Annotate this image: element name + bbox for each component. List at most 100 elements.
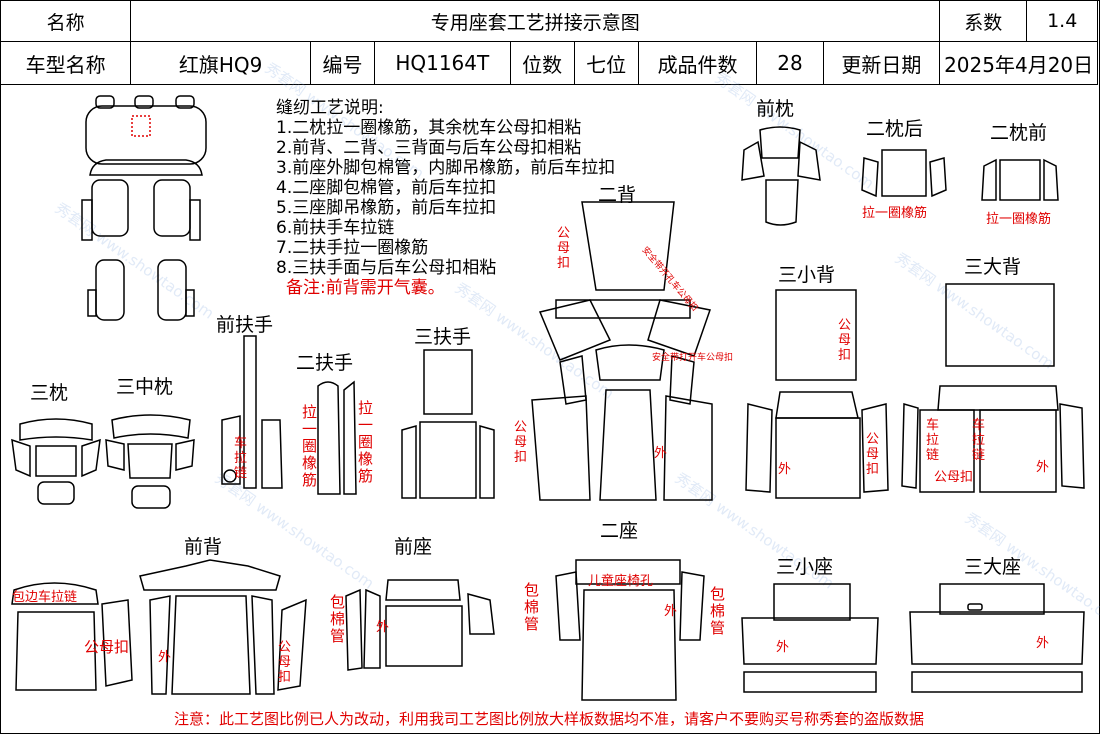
date-value: 2025年4月20日 [939, 41, 1098, 85]
pattern-piece [599, 389, 657, 501]
pattern-piece [555, 299, 691, 319]
annot-snap: 公母扣 [514, 420, 528, 465]
pattern-piece [741, 140, 765, 181]
annot-pull-zip: 车拉链 [972, 418, 986, 463]
pattern-piece [423, 349, 473, 415]
annot-wrap-pipe: 包棉管 [524, 581, 540, 633]
code-label: 编号 [309, 41, 376, 85]
pattern-piece [1043, 158, 1059, 201]
pattern-piece [243, 335, 257, 489]
pieces-value: 28 [756, 41, 824, 85]
overview-bench-seat [89, 159, 203, 176]
pattern-piece [743, 671, 877, 693]
pattern-piece [901, 403, 919, 489]
label-third-small-seat: 三小座 [776, 556, 834, 578]
label-front-back: 前背 [184, 536, 223, 558]
second-armrest-pieces [317, 380, 357, 495]
label-second-pillow-front: 二枕前 [990, 122, 1048, 144]
pattern-piece [741, 617, 879, 665]
pattern-piece [531, 395, 591, 501]
pattern-piece [149, 595, 171, 695]
pattern-piece [775, 417, 861, 499]
annot-snap: 公母扣 [278, 640, 292, 685]
pattern-piece [139, 559, 281, 591]
pattern-piece [797, 140, 821, 181]
pattern-piece [745, 403, 773, 493]
second-pillow-back-pieces [861, 149, 947, 198]
sewing-notes: 缝纫工艺说明: 1.二枕拉一圈橡筋，其余枕车公母扣相粘 2.前背、二背、三背面与… [276, 98, 615, 298]
pattern-piece [19, 418, 93, 441]
annot-pull-zip: 车拉链 [926, 418, 940, 463]
third-pillow-pieces [11, 418, 101, 505]
overview-armrests [87, 289, 195, 317]
note-item: 4.二座脚包棉管，前后车拉扣 [276, 178, 497, 198]
pattern-piece [277, 598, 307, 691]
label-front-armrest: 前扶手 [216, 314, 274, 336]
pattern-piece [911, 671, 1083, 693]
front-back-pieces [11, 559, 307, 695]
annot-wrap-pipe: 包棉管 [710, 585, 726, 637]
code-value: HQ1164T [374, 41, 511, 85]
annot-outer: 外 [776, 640, 790, 655]
seats-label: 位数 [509, 41, 575, 85]
note-item: 2.前背、二背、三背面与后车公母扣相粘 [276, 138, 582, 158]
pattern-piece [81, 438, 101, 478]
pattern-piece [317, 381, 341, 495]
header-table: 名称 专用座套工艺拼接示意图 系数 1.4 车型名称 红旗HQ9 编号 HQ11… [0, 0, 1098, 85]
label-second-seat: 二座 [600, 520, 639, 542]
pattern-piece [479, 425, 495, 499]
pattern-piece [581, 201, 675, 291]
pattern-piece [929, 157, 947, 198]
pattern-piece [35, 445, 77, 477]
third-mid-pillow-pieces [105, 414, 195, 509]
annot-snap: 公母扣 [866, 432, 880, 477]
annot-elastic: 拉一圈橡筋 [986, 212, 1052, 227]
pattern-piece [981, 158, 997, 201]
coef-label: 系数 [939, 0, 1028, 42]
annot-elastic: 拉一圈橡筋 [862, 206, 928, 221]
note-item: 5.三座脚吊橡筋，前后车拉扣 [276, 198, 497, 218]
second-pillow-front-pieces [981, 158, 1059, 201]
pattern-piece [595, 344, 665, 381]
note-item: 8.三扶手面与后车公母扣相粘 [276, 258, 497, 278]
annot-elastic: 拉一圈橡筋 [302, 403, 318, 489]
overview-seat [91, 179, 129, 237]
pattern-piece [385, 605, 463, 667]
annot-pull-zip: 车拉链 [234, 436, 248, 481]
pattern-piece [343, 380, 357, 495]
pattern-piece [765, 179, 799, 226]
pattern-piece [909, 611, 1085, 665]
label-second-armrest: 二扶手 [296, 352, 354, 374]
overview-mark [131, 115, 151, 137]
note-item: 3.前座外脚包棉管，内脚吊橡筋，前后车拉扣 [276, 158, 616, 178]
annot-wrap-zip: 包边车拉链 [12, 590, 78, 605]
label-front-pillow: 前枕 [756, 98, 795, 120]
pattern-piece [979, 409, 1057, 493]
pattern-piece [919, 409, 975, 493]
name-label: 名称 [0, 0, 132, 42]
pattern-hole [967, 603, 983, 611]
third-small-seat-pieces [741, 583, 879, 693]
pattern-piece [11, 582, 99, 605]
overview-bench-back [85, 105, 207, 165]
pattern-piece [467, 593, 495, 635]
pattern-piece [861, 403, 889, 493]
overview-headrest [134, 95, 154, 109]
annot-belt-hole: 安全带打开车公母扣 [652, 353, 734, 363]
pattern-piece [131, 485, 171, 509]
label-third-pillow: 三枕 [30, 382, 69, 404]
pattern-piece [538, 299, 612, 361]
pattern-piece [773, 583, 851, 621]
label-third-big-back: 三大背 [964, 256, 1022, 278]
annot-child-hole: 儿童座椅孔 [588, 574, 654, 589]
annot-outer: 外 [376, 620, 390, 635]
pattern-piece [775, 391, 859, 419]
pattern-hole [223, 469, 237, 483]
second-back-pieces [531, 201, 713, 501]
front-seat-pieces [345, 579, 495, 671]
annot-snap: 公母扣 [934, 470, 974, 485]
label-third-mid-pillow: 三中枕 [116, 376, 174, 398]
pattern-drawing [11, 95, 1085, 701]
pattern-piece [175, 439, 195, 471]
note-item: 1.二枕拉一圈橡筋，其余枕车公母扣相粘 [276, 118, 582, 138]
